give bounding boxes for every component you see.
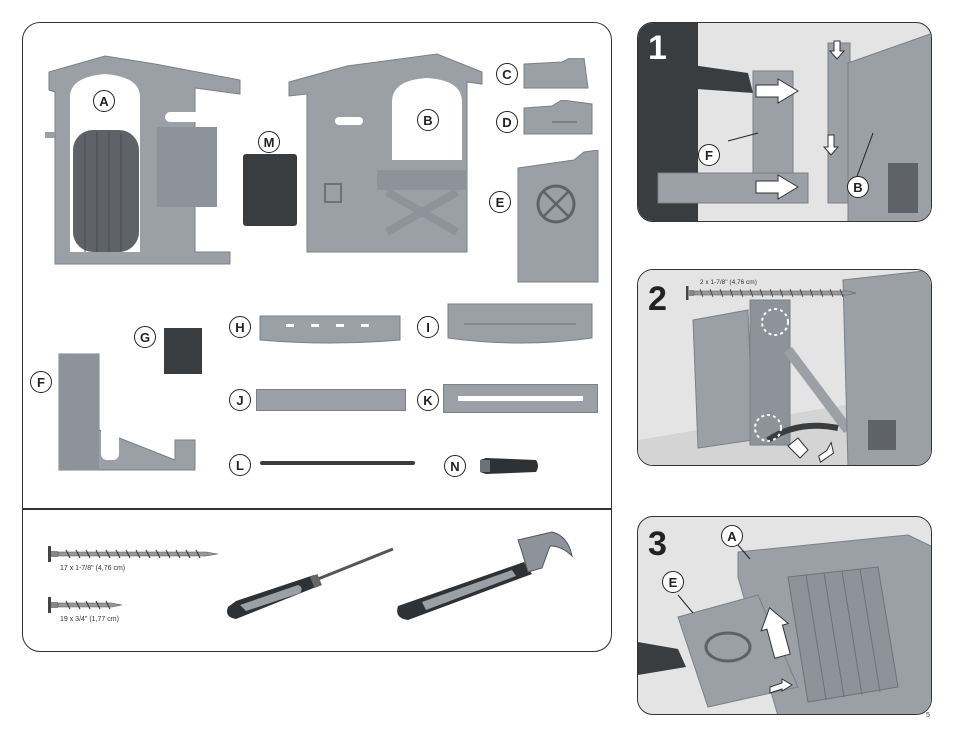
step-3-number: 3 (648, 525, 667, 563)
label-n: N (444, 455, 466, 477)
part-d (523, 100, 593, 135)
step-1-panel: 1 F B (637, 22, 932, 222)
label-a: A (93, 90, 115, 112)
step-3-panel: 3 A E (637, 516, 932, 715)
part-j-bar (256, 389, 406, 411)
part-h-bar (259, 315, 401, 344)
long-screw-label: 17 x 1-7/8" (4,76 cm) (60, 565, 126, 572)
step-3-label-a: A (721, 525, 743, 547)
step-1-label-f: F (698, 144, 720, 166)
step-2-illustration (638, 270, 931, 465)
panel-divider (23, 508, 611, 510)
short-screw-icon (48, 597, 123, 613)
parts-panel (22, 22, 612, 652)
part-i-bar (447, 303, 593, 344)
label-c: C (496, 63, 518, 85)
label-g: G (134, 326, 156, 348)
label-f: F (30, 371, 52, 393)
hammer-icon (397, 531, 573, 620)
label-h: H (229, 316, 251, 338)
short-screw-label: 19 x 3/4" (1,77 cm) (60, 616, 119, 623)
label-i: I (417, 316, 439, 338)
part-k-frame (443, 384, 598, 413)
step-3-label-e: E (662, 571, 684, 593)
part-b-wall-window (288, 53, 483, 253)
part-m-cloth (243, 154, 297, 226)
part-g-square (164, 328, 202, 374)
step-1-number: 1 (648, 29, 667, 67)
label-d: D (496, 111, 518, 133)
step-1-illustration (638, 23, 931, 221)
step-3-illustration (638, 534, 931, 714)
part-a-wall-door (45, 55, 241, 265)
label-m: M (258, 131, 280, 153)
step-2-number: 2 (648, 280, 667, 318)
part-c (523, 58, 589, 89)
part-l-rod (260, 461, 415, 465)
label-b: B (417, 109, 439, 131)
label-e: E (489, 191, 511, 213)
label-k: K (417, 389, 439, 411)
long-screw-icon (48, 546, 219, 562)
label-j: J (229, 389, 251, 411)
page-number: 5 (926, 712, 930, 719)
part-n-peg (480, 458, 538, 474)
label-l: L (229, 454, 251, 476)
screwdriver-icon (227, 547, 394, 619)
step-1-label-b: B (847, 176, 869, 198)
step-2-panel: 2 2 x 1-7/8" (4,76 cm) (637, 269, 932, 466)
step-2-screw-label: 2 x 1-7/8" (4,76 cm) (700, 279, 757, 286)
part-e-panel (517, 150, 599, 283)
part-f-side-panel (58, 353, 196, 471)
